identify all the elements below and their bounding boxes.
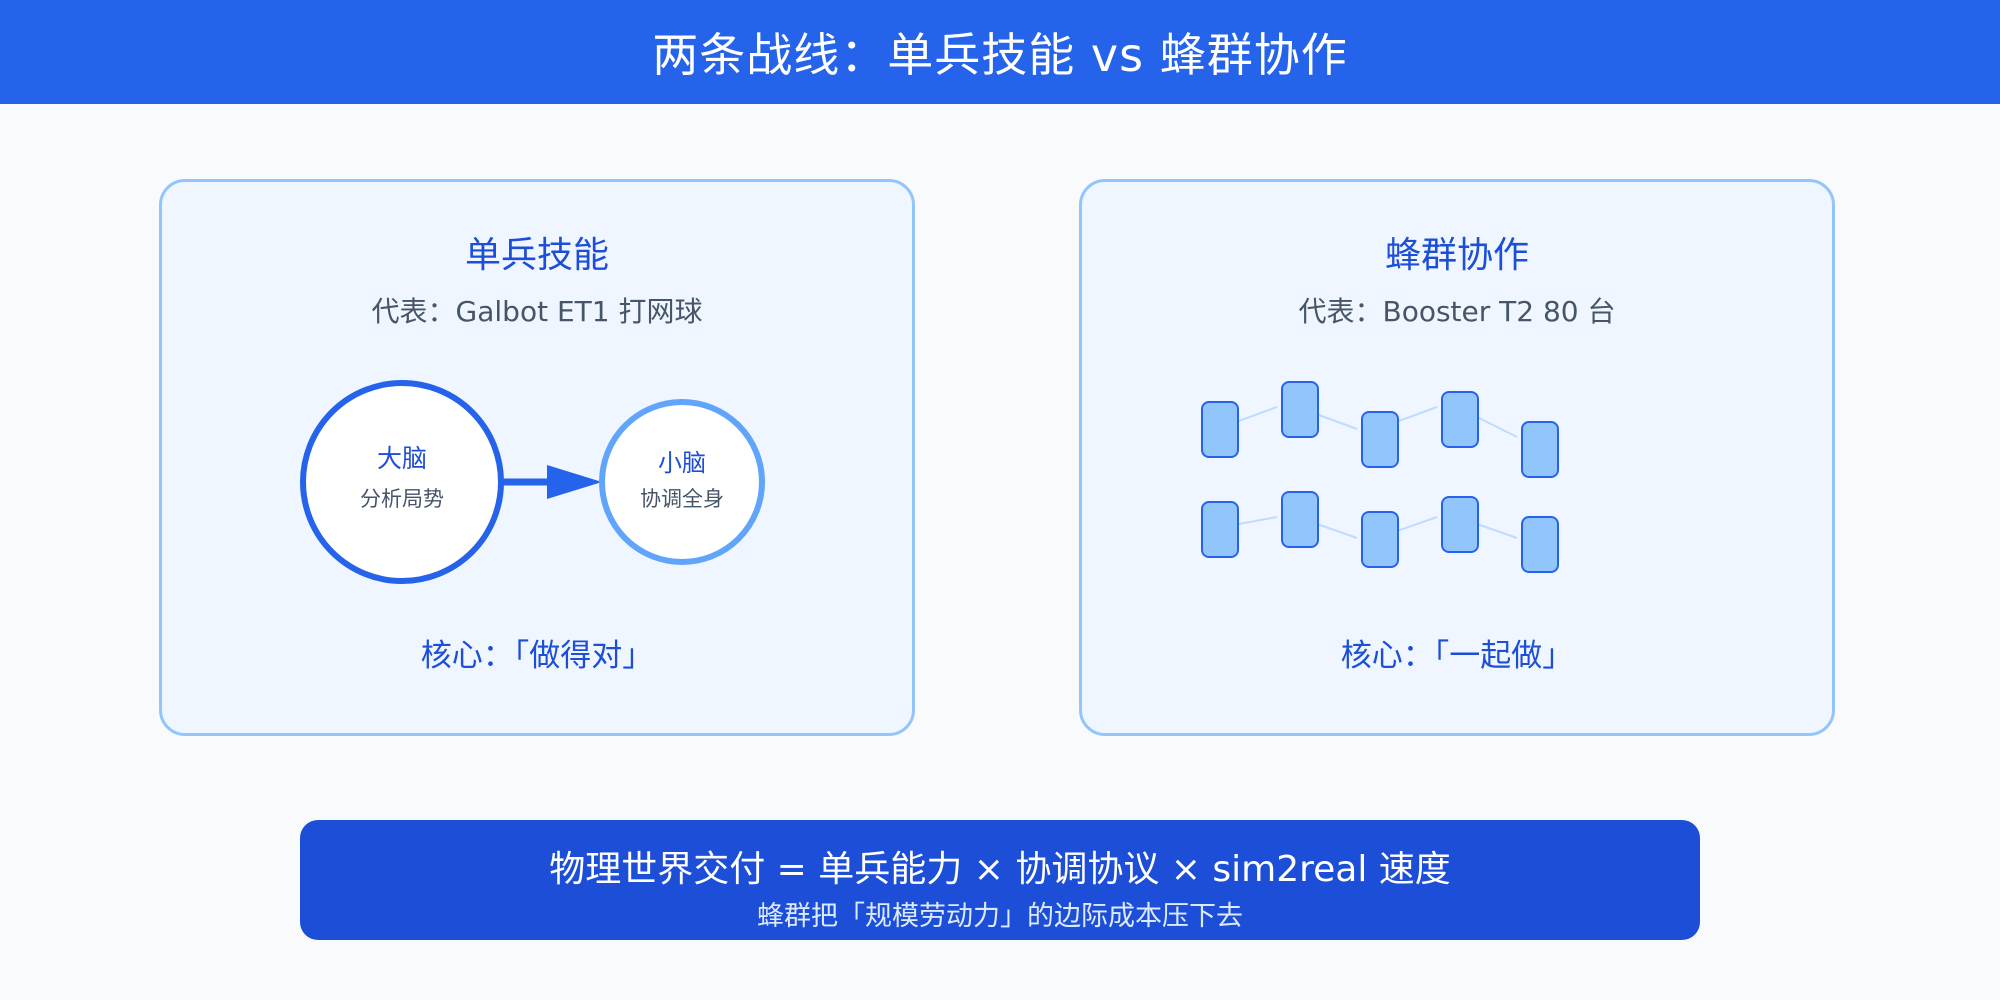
robot-unit <box>1441 496 1479 553</box>
formula-note: 蜂群把「规模劳动力」的边际成本压下去 <box>757 901 1243 932</box>
brain-cerebellum-diagram: 大脑 分析局势 小脑 协调全身 <box>300 380 765 584</box>
header-bar: 两条战线：单兵技能 vs 蜂群协作 <box>0 0 2000 104</box>
cerebellum-node <box>599 399 765 565</box>
robot-unit <box>1281 381 1319 438</box>
robot-unit <box>1201 501 1239 558</box>
robot-unit <box>1281 491 1319 548</box>
cerebellum-desc: 协调全身 <box>640 487 724 511</box>
formula-text: 物理世界交付 = 单兵能力 × 协调协议 × sim2real 速度 <box>549 849 1451 890</box>
robot-unit <box>1201 401 1239 458</box>
single-skill-subtitle: 代表：Galbot ET1 打网球 <box>371 295 703 328</box>
swarm-title: 蜂群协作 <box>1384 235 1529 276</box>
brain-node <box>300 380 504 584</box>
swarm-subtitle: 代表：Booster T2 80 台 <box>1298 295 1616 328</box>
arrow-head-icon <box>547 465 602 499</box>
robot-unit <box>1521 516 1559 573</box>
single-skill-core: 核心：「做得对」 <box>420 638 654 674</box>
swarm-core: 核心：「一起做」 <box>1340 638 1574 674</box>
robot-unit <box>1441 391 1479 448</box>
formula-banner: 物理世界交付 = 单兵能力 × 协调协议 × sim2real 速度 蜂群把「规… <box>300 820 1700 940</box>
single-skill-title: 单兵技能 <box>464 235 609 276</box>
brain-desc: 分析局势 <box>360 487 444 511</box>
robot-unit <box>1361 511 1399 568</box>
robot-unit <box>1521 421 1559 478</box>
cerebellum-title: 小脑 <box>658 449 706 477</box>
page-title: 两条战线：单兵技能 vs 蜂群协作 <box>652 28 1348 82</box>
robot-unit <box>1361 411 1399 468</box>
single-skill-panel: 单兵技能 代表：Galbot ET1 打网球 大脑 分析局势 小脑 协调全身 核… <box>159 179 915 736</box>
swarm-diagram <box>1201 381 1559 573</box>
brain-title: 大脑 <box>377 444 427 473</box>
swarm-panel: 蜂群协作 代表：Booster T2 80 台 核心：「一起做」 <box>1079 179 1835 736</box>
